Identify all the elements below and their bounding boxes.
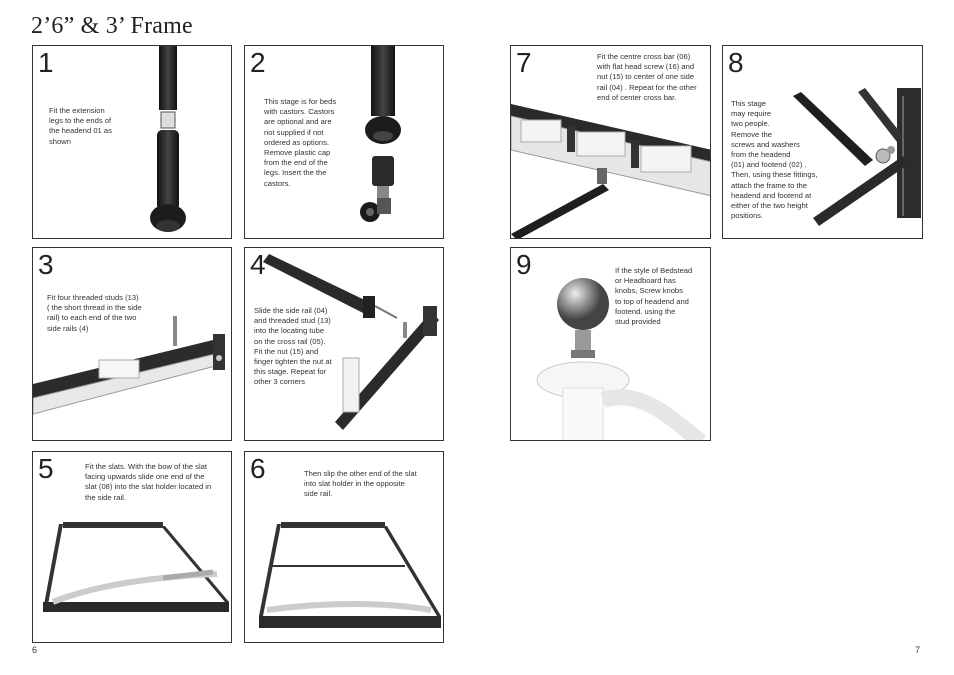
step-9-panel: 9 If the style of Bedstead or Headboard … xyxy=(510,247,711,441)
step-1-number: 1 xyxy=(38,47,54,78)
threaded-stud-illustration xyxy=(33,316,225,415)
slat-fit-illustration xyxy=(43,522,229,612)
step-7-panel: 7 Fit the centre cross bar (06) with fla… xyxy=(510,45,711,239)
step-4-number: 4 xyxy=(250,249,266,280)
centre-cross-bar-illustration xyxy=(511,104,710,238)
step-8-number: 8 xyxy=(728,47,744,78)
step-8-panel: 8 This stage may require two people. Rem… xyxy=(722,45,923,239)
page-number-left: 6 xyxy=(32,645,38,655)
step-6-text: Then slip the other end of the slat into… xyxy=(304,469,417,499)
step-4-panel: 4 Slide the side rail (04) and threaded … xyxy=(244,247,444,441)
leg-extension-illustration xyxy=(150,46,186,232)
step-7-number: 7 xyxy=(516,47,532,78)
step-7-text: Fit the centre cross bar (06) with flat … xyxy=(597,52,697,102)
slat-holder-illustration xyxy=(259,522,441,628)
step-1-panel: 1 Fit the extension legs to the ends of … xyxy=(32,45,232,239)
castor-illustration xyxy=(360,46,401,222)
step-1-text: Fit the extension legs to the ends of th… xyxy=(49,106,112,146)
page-number-right: 7 xyxy=(915,645,921,655)
step-6-panel: 6 Then slip the other end of the slat in… xyxy=(244,451,444,643)
step-5-panel: 5 Fit the slats. With the bow of the sla… xyxy=(32,451,232,643)
step-9-number: 9 xyxy=(516,249,532,280)
step-2-number: 2 xyxy=(250,47,266,78)
step-5-number: 5 xyxy=(38,453,54,484)
step-5-text: Fit the slats. With the bow of the slat … xyxy=(85,462,212,502)
step-8-text: This stage may require two people. Remov… xyxy=(731,99,818,221)
step-2-panel: 2 This stage is for beds with castors. C… xyxy=(244,45,444,239)
step-2-text: This stage is for beds with castors. Cas… xyxy=(264,97,337,188)
step-4-text: Slide the side rail (04) and threaded st… xyxy=(254,306,332,387)
knob-illustration xyxy=(536,278,706,440)
frame-attach-headend-illustration xyxy=(793,88,921,226)
step-6-number: 6 xyxy=(250,453,266,484)
page-title: 2’6” & 3’ Frame xyxy=(31,13,193,39)
side-rail-stud-illustration xyxy=(263,254,439,430)
step-3-panel: 3 Fit four threaded studs (13) ( the sho… xyxy=(32,247,232,441)
step-3-number: 3 xyxy=(38,249,54,280)
step-3-text: Fit four threaded studs (13) ( the short… xyxy=(47,293,142,333)
step-9-text: If the style of Bedstead or Headboard ha… xyxy=(615,266,693,327)
